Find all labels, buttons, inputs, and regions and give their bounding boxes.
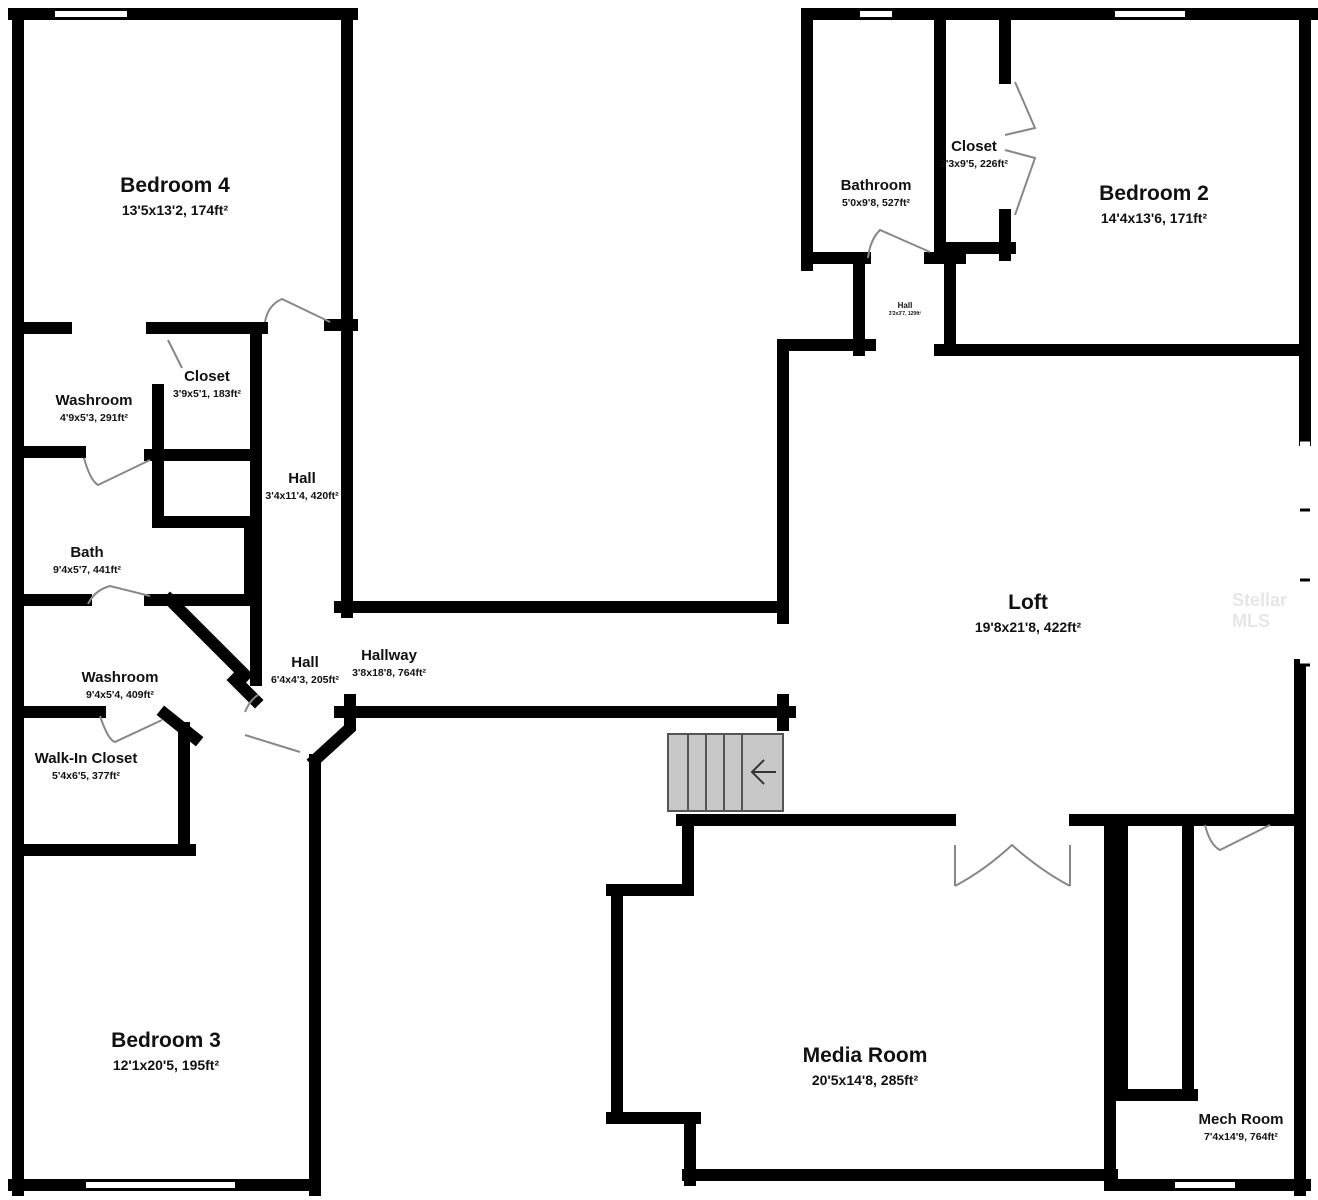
door-swing [1004,149,1037,216]
arrow-left-icon [750,759,776,785]
door-swing [1004,81,1037,136]
door-swing [954,843,1071,887]
door-swing [244,694,301,753]
wall [161,591,254,684]
door-swing [867,228,931,259]
wall [152,449,256,528]
door-swing [167,339,183,369]
door-swing [87,584,151,605]
watermark: Stellar MLS [1232,590,1288,631]
door-swing [99,715,163,744]
door-swing [1204,824,1271,852]
door-swing [83,457,151,487]
door-swing [264,297,331,323]
wall [226,671,264,709]
